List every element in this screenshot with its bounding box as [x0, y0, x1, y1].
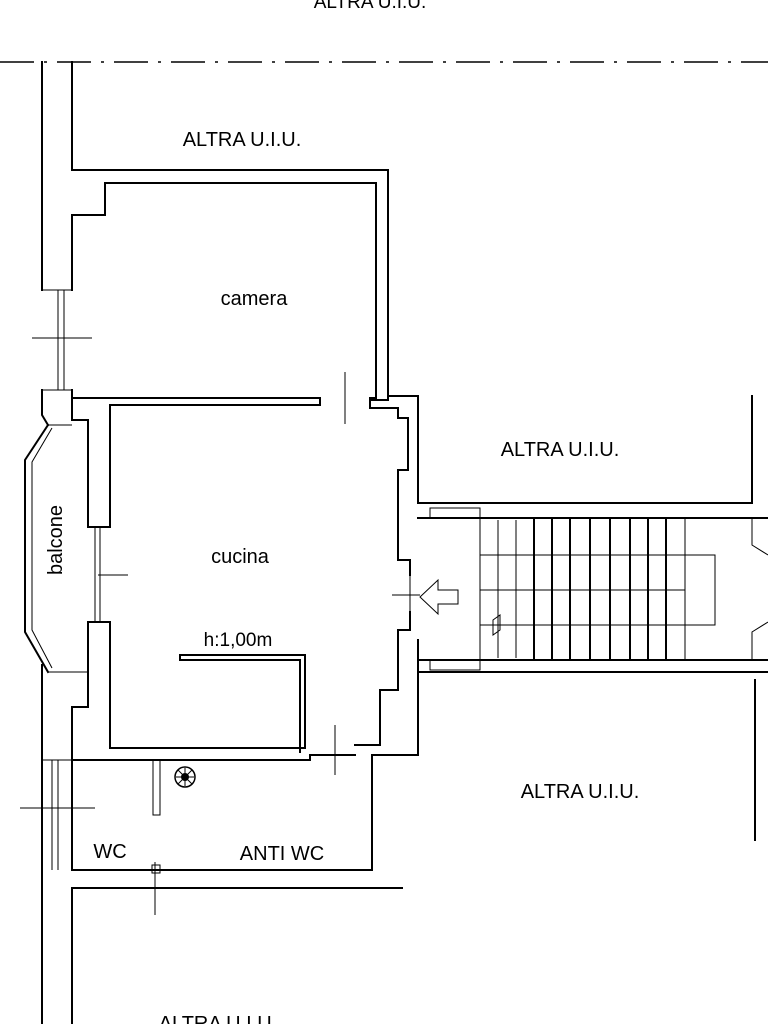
- label-height-note: h:1,00m: [204, 630, 273, 651]
- label-anti-wc: ANTI WC: [240, 843, 324, 865]
- wc-partition: [152, 759, 161, 816]
- opening-marks: [20, 337, 346, 915]
- drain-icon: [174, 766, 196, 788]
- camera-walls: [42, 182, 377, 528]
- label-altra-bottom: ALTRA U.I.U.: [159, 1013, 278, 1024]
- exterior-walls: [41, 61, 403, 1024]
- label-camera: camera: [221, 288, 289, 310]
- cucina-walls: [71, 395, 768, 871]
- entrance-arrow-icon: [419, 578, 459, 616]
- label-altra-right-lower: ALTRA U.I.U.: [521, 781, 640, 803]
- label-top-clipped: ALTRA U.I.U.: [314, 0, 427, 13]
- label-wc: WC: [93, 841, 126, 863]
- label-cucina: cucina: [211, 546, 270, 568]
- balcone-outline: [24, 423, 88, 674]
- label-balcone: balcone: [45, 505, 67, 575]
- staircase: [417, 507, 768, 673]
- label-altra-top: ALTRA U.I.U.: [183, 129, 302, 151]
- label-altra-right-upper: ALTRA U.I.U.: [501, 439, 620, 461]
